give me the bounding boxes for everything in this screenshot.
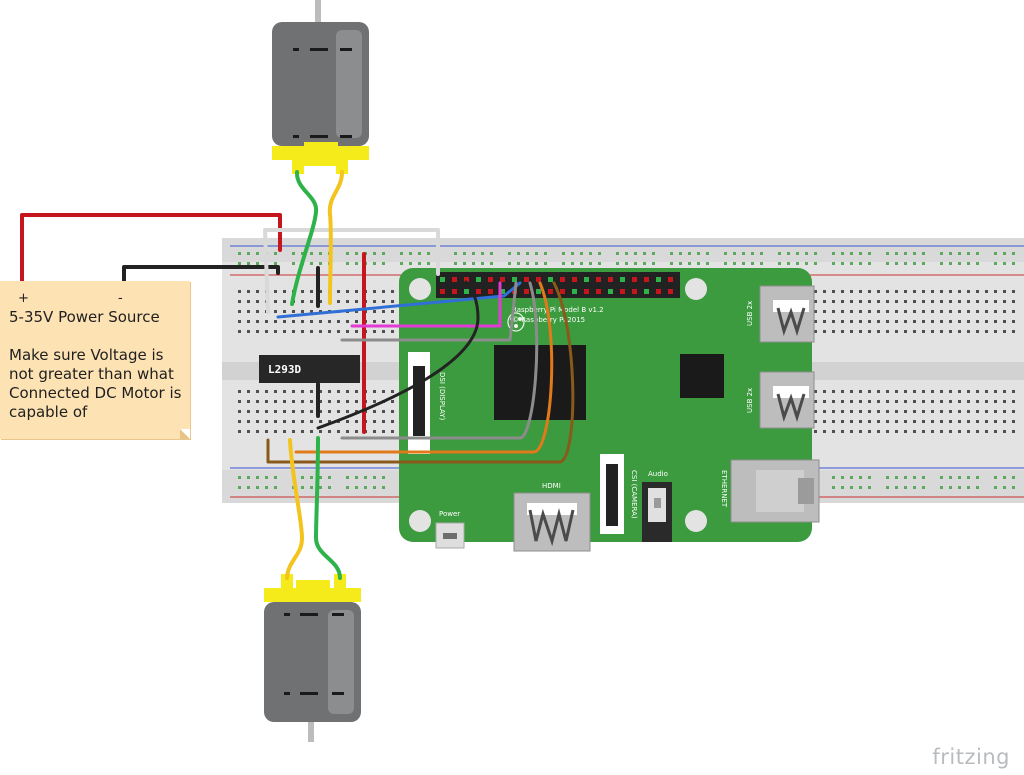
audio-label: Audio [648, 470, 668, 478]
power-source-heading: 5-35V Power Source [9, 308, 160, 326]
wire-black-gpio [316, 280, 480, 430]
pi-model-label: Raspberry Pi Model B v1.2 [512, 306, 604, 314]
wire-orange-gpio [294, 281, 554, 454]
lan-chip [680, 354, 724, 398]
usb-port-top [759, 285, 815, 343]
dc-motor-bottom [264, 574, 361, 742]
power-source-note: + - 5-35V Power Source Make sure Voltage… [0, 281, 190, 439]
display-connector-label: DSI (DISPLAY) [438, 372, 446, 421]
fritzing-logo: fritzing [932, 745, 1010, 769]
negative-terminal-label: - [118, 291, 123, 306]
wire-black-ground [122, 265, 280, 292]
positive-terminal-label: + [18, 291, 29, 306]
power-label: Power [439, 510, 460, 518]
mount-hole [409, 510, 431, 532]
wire-gray-long [340, 281, 539, 440]
mount-hole [685, 278, 707, 300]
hdmi-label: HDMI [542, 482, 561, 490]
camera-connector-label: CSI (CAMERA) [630, 470, 638, 519]
note-fold-corner [180, 429, 190, 439]
power-source-warning: Make sure Voltage is not greater than wh… [9, 346, 182, 421]
raspberry-pi-board: DSI (DISPLAY) Raspberry Pi Model B v1.2 … [399, 268, 820, 552]
wire-magenta-gpio [350, 281, 502, 328]
ethernet-label: ETHERNET [720, 470, 728, 508]
ethernet-port [730, 459, 820, 523]
wire-red-power [20, 213, 282, 292]
wire-green-motor-bottom [314, 436, 342, 580]
wire-green-motor-top [290, 170, 319, 306]
wire-gray-gpio [340, 281, 518, 342]
wire-brown-gpio [266, 281, 575, 464]
mount-hole [685, 510, 707, 532]
wires [20, 170, 575, 580]
mount-hole [409, 278, 431, 300]
usb-top-label: USB 2x [746, 301, 754, 326]
wire-white-breadboard [263, 228, 440, 314]
chip-label: L293D [268, 363, 301, 376]
hdmi-port [513, 492, 591, 552]
wire-yellow-motor-top [327, 170, 344, 305]
l293d-driver-chip: L293D [259, 355, 360, 383]
usb-bottom-label: USB 2x [746, 388, 754, 413]
audio-jack [642, 482, 672, 542]
wire-yellow-motor-bottom [285, 438, 304, 580]
dc-motor-top [272, 0, 369, 174]
usb-port-bottom [759, 371, 815, 429]
